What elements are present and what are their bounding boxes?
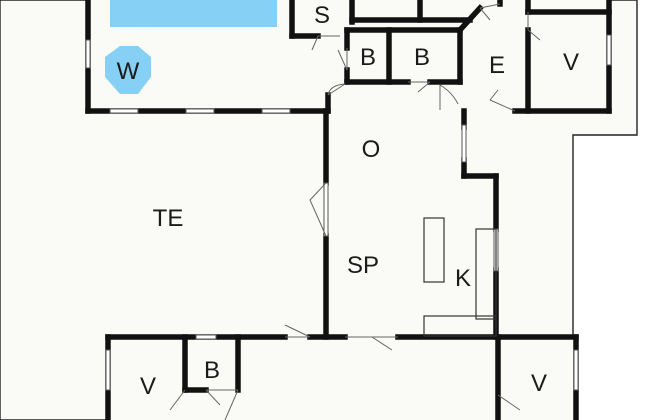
- room-label-k: K: [455, 265, 471, 292]
- room-label-b3: B: [204, 357, 220, 384]
- kitchen-counter: [475, 228, 497, 320]
- pool: [110, 0, 277, 27]
- whirlpool-icon: [105, 46, 151, 94]
- room-label-s: S: [314, 2, 330, 29]
- living-floor: [326, 85, 498, 337]
- lower-wing-floor: [108, 337, 576, 420]
- room-label-e: E: [489, 52, 505, 79]
- room-label-b1: B: [360, 44, 376, 71]
- room-label-o: O: [362, 136, 381, 163]
- room-label-w: W: [117, 58, 140, 85]
- room-label-v3: V: [531, 370, 547, 397]
- room-label-te: TE: [153, 205, 184, 232]
- kitchen-counter-bottom: [423, 315, 497, 337]
- room-label-v1: V: [563, 49, 579, 76]
- kitchen-island: [423, 217, 445, 283]
- room-label-v2: V: [140, 373, 156, 400]
- room-label-b2: B: [414, 44, 430, 71]
- room-label-sp: SP: [347, 252, 379, 279]
